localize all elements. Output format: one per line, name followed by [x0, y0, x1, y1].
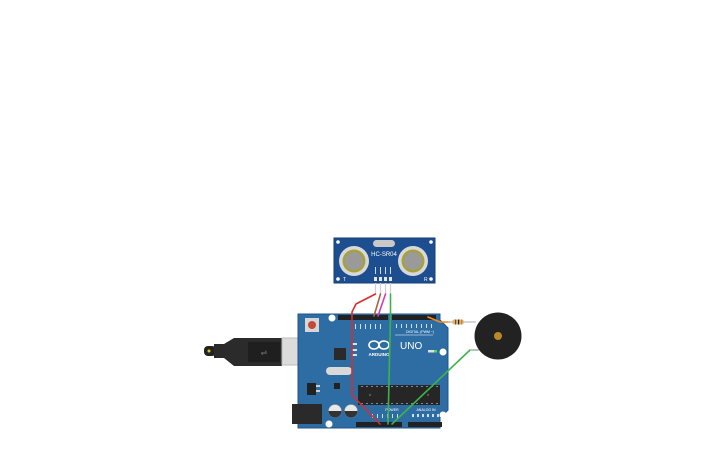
arduino-uno-board[interactable]: DIGITAL (PWM ~) ARDUINO UNO: [292, 313, 449, 429]
analog-header: [408, 422, 442, 427]
wire-gnd[interactable]: [387, 293, 392, 425]
digital-header-right: [392, 315, 436, 320]
sensor-pins: [374, 277, 392, 281]
wire-vcc[interactable]: [351, 293, 381, 425]
on-led-label: [428, 350, 434, 353]
transmitter: [339, 246, 369, 276]
svg-text:ARDUINO: ARDUINO: [369, 352, 390, 357]
usb-icon: ⇌: [261, 348, 268, 357]
resistor[interactable]: [448, 319, 476, 325]
piezo-buzzer[interactable]: [470, 312, 522, 360]
board-model: UNO: [400, 341, 422, 352]
digital-label: DIGITAL (PWM ~): [406, 330, 434, 334]
digital-header-left: [338, 315, 388, 320]
atmega-chip: [358, 385, 440, 405]
wire-echo[interactable]: [377, 293, 387, 317]
power-led: [434, 350, 437, 353]
sensor-label: HC-SR04: [371, 252, 397, 258]
wire-trig[interactable]: [373, 293, 382, 317]
arduino-logo: ARDUINO: [368, 340, 390, 357]
corner-label-t: T: [343, 277, 346, 283]
power-label: POWER: [385, 408, 399, 412]
power-header: [356, 422, 402, 427]
hc-sr04-sensor[interactable]: HC-SR04 T R: [333, 237, 436, 294]
analog-label: ANALOG IN: [416, 408, 436, 412]
wire-buzzer-signal[interactable]: [427, 316, 451, 323]
receiver: [398, 246, 428, 276]
corner-label-r: R: [424, 277, 428, 283]
dc-power-jack: [292, 404, 322, 424]
